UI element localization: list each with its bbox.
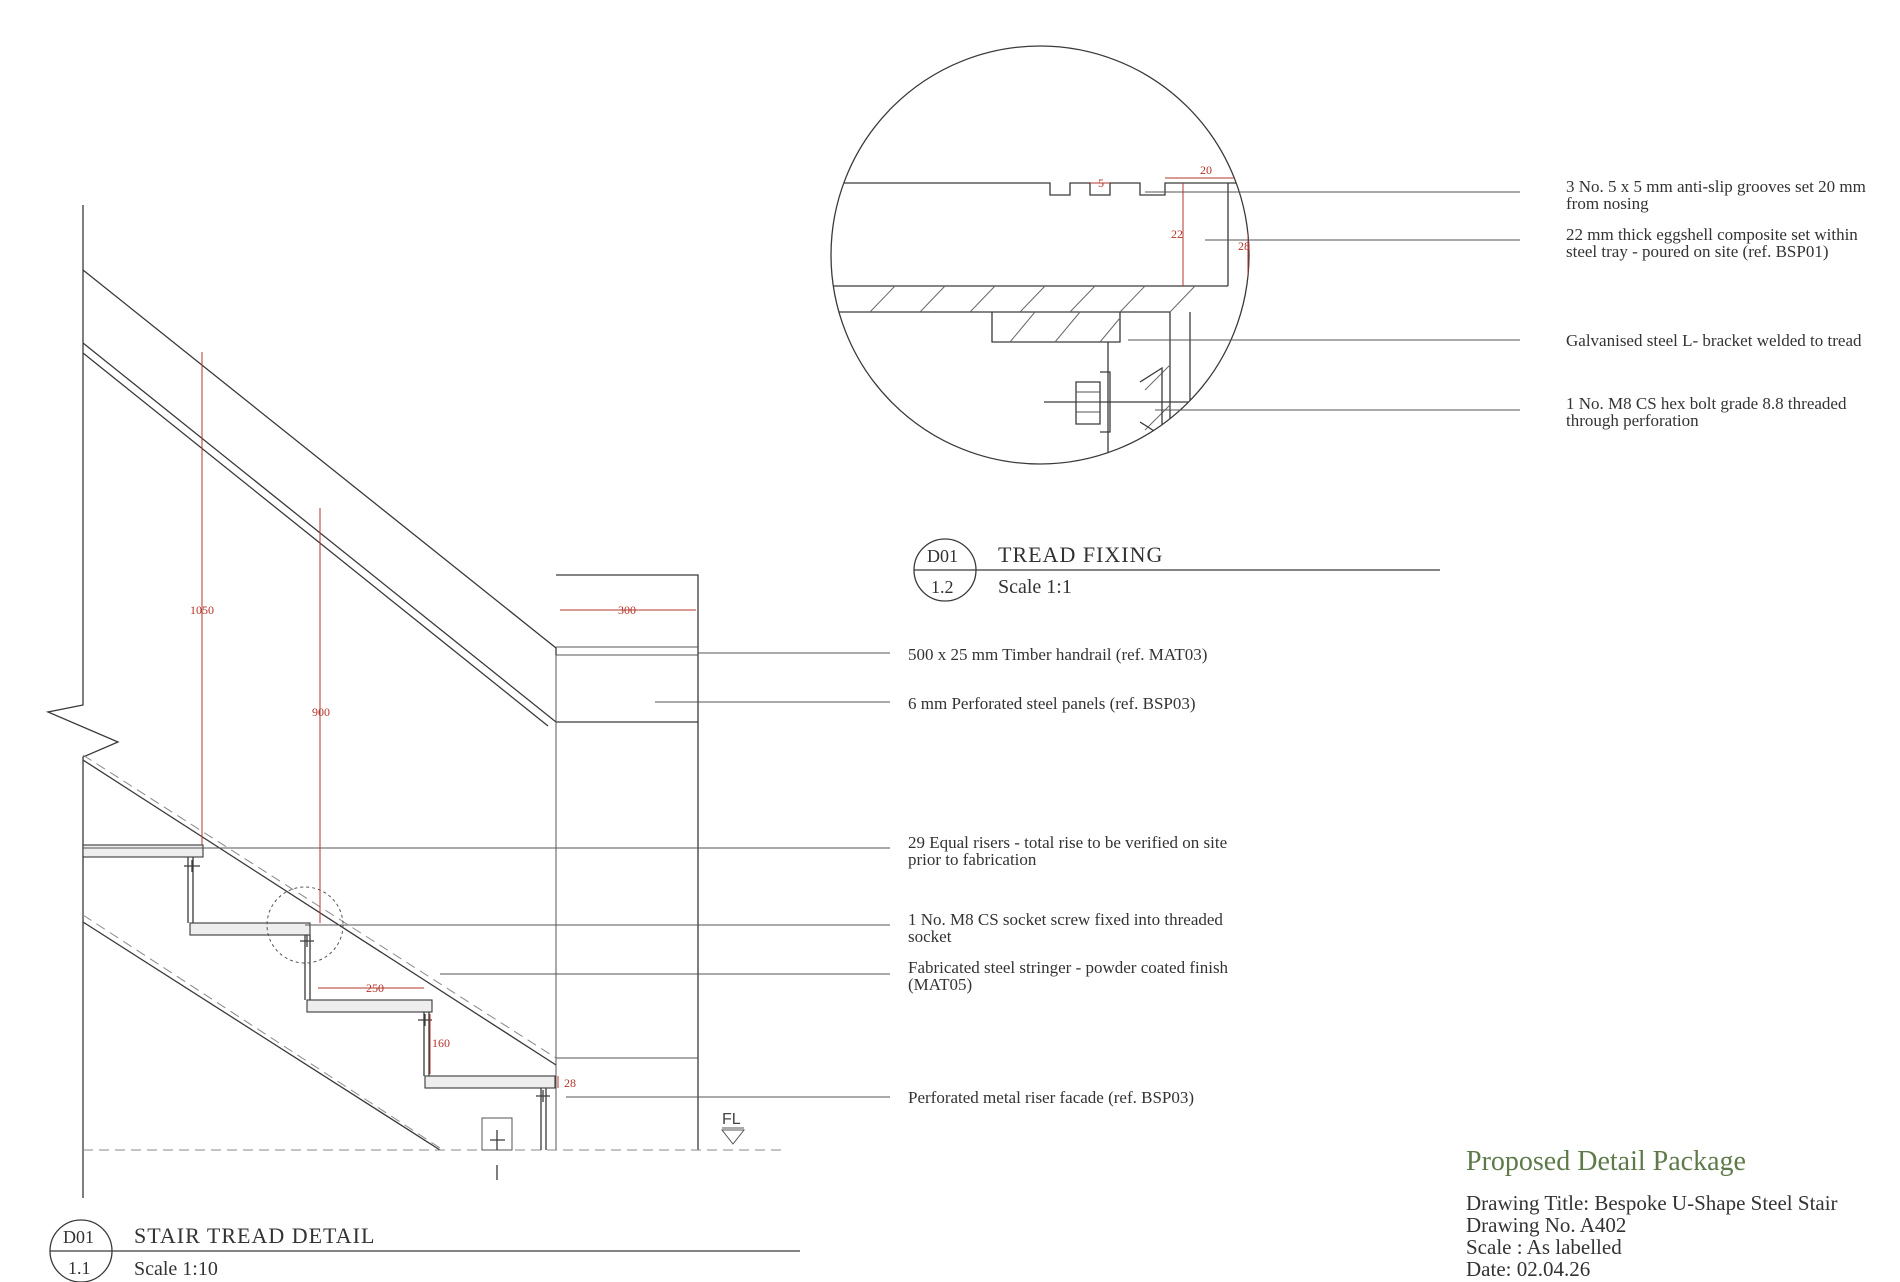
tread-fixing-detail: 5 20 22 28 D01 1.2 TREAD FIXING Scale 1:… <box>830 45 1520 602</box>
stringer-bottom <box>82 914 441 1149</box>
tread-1 <box>82 844 204 858</box>
fixing-4 <box>536 1090 550 1102</box>
note-stringer: Fabricated steel stringer - powder coate… <box>908 958 1232 994</box>
floor-level-label: FL <box>722 1111 741 1128</box>
drawing-scale: Scale : As labelled <box>1466 1235 1622 1259</box>
note-riser-facade: Perforated metal riser facade (ref. BSP0… <box>908 1088 1194 1107</box>
zoom-bracket-hatch <box>1009 311 1121 343</box>
zoom-tag-bottom-text: 1.2 <box>931 577 954 597</box>
zoom-rail-dash-1 <box>1139 46 1249 221</box>
note-handrail: 500 x 25 mm Timber handrail (ref. MAT03) <box>908 645 1207 664</box>
detail-scale: Scale 1:10 <box>134 1258 218 1280</box>
zoom-dim-22-label: 22 <box>1171 227 1183 241</box>
treads <box>82 844 556 1150</box>
zoom-bolt-head <box>1139 366 1163 438</box>
zoom-rail-dash-2 <box>1159 46 1249 191</box>
dim-900-label: 900 <box>312 705 330 719</box>
tread-4 <box>424 1075 556 1089</box>
stair-tread-detail: 1050 900 300 250 160 28 FL D01 1.1 STAIR… <box>45 205 890 1282</box>
tread-2 <box>189 922 311 936</box>
detail-title: STAIR TREAD DETAIL <box>134 1223 375 1248</box>
tag-top-text: D01 <box>63 1227 94 1247</box>
stringer-bottom-solid <box>82 921 441 1151</box>
dim-300-label: 300 <box>618 603 636 617</box>
zoom-bolt-nut <box>1075 371 1111 433</box>
zoom-plate-hatch <box>1144 364 1171 464</box>
riser-1 <box>187 857 194 923</box>
note-hex-bolt: 1 No. M8 CS hex bolt grade 8.8 threaded … <box>1566 394 1851 430</box>
tag-bottom-text: 1.1 <box>68 1258 91 1278</box>
drawing-date: Date: 02.04.26 <box>1466 1257 1590 1281</box>
tread-fixing-title-tag: D01 1.2 TREAD FIXING Scale 1:1 <box>913 538 1440 602</box>
zoom-tray <box>831 285 1228 464</box>
zoom-tag-top-text: D01 <box>927 546 958 566</box>
zoom-plate <box>1107 342 1145 456</box>
note-panels: 6 mm Perforated steel panels (ref. BSP03… <box>908 694 1196 713</box>
riser-4 <box>540 1088 547 1150</box>
dim-28-label: 28 <box>564 1076 576 1090</box>
note-composite: 22 mm thick eggshell composite set withi… <box>1566 225 1862 261</box>
riser-2 <box>304 935 311 1000</box>
zoom-dim-28-label: 28 <box>1238 239 1250 253</box>
floor-fixing <box>490 1130 505 1180</box>
wall-line <box>45 205 120 1198</box>
riser-3 <box>423 1012 430 1076</box>
note-bracket: Galvanised steel L- bracket welded to tr… <box>1566 331 1862 350</box>
zoom-bracket <box>991 312 1121 343</box>
drawing-number: Drawing No. A402 <box>1466 1213 1626 1237</box>
drawing-title: Drawing Title: Bespoke U-Shape Steel Sta… <box>1466 1191 1838 1215</box>
dim-160-label: 160 <box>432 1036 450 1050</box>
landing-rail-line <box>556 646 698 656</box>
zoom-tread-top <box>831 182 1249 196</box>
zoom-bolt-thread <box>1076 391 1100 413</box>
zoom-dim-20-label: 20 <box>1200 163 1212 177</box>
package-title: Proposed Detail Package <box>1466 1146 1746 1177</box>
zoom-tray-hatch <box>869 285 1196 313</box>
handrail-top-line <box>82 269 557 655</box>
zoom-dim-5-label: 5 <box>1098 176 1104 190</box>
dim-250-label: 250 <box>366 981 384 995</box>
floor-level-marker <box>720 1127 746 1145</box>
note-socket-screw: 1 No. M8 CS socket screw fixed into thre… <box>908 910 1227 946</box>
stair-tread-title-tag: D01 1.1 STAIR TREAD DETAIL Scale 1:10 <box>49 1219 800 1282</box>
handrail-lower-line <box>82 342 698 723</box>
tread-3 <box>306 999 433 1013</box>
title-block: Proposed Detail Package Drawing Title: B… <box>1466 1146 1838 1281</box>
dim-1050-label: 1050 <box>190 603 214 617</box>
handrail-lower-line-2 <box>82 352 549 727</box>
note-risers: 29 Equal risers - total rise to be verif… <box>908 833 1231 869</box>
zoom-detail-scale: Scale 1:1 <box>998 576 1072 598</box>
fixing-2 <box>300 935 314 947</box>
annotations: 3 No. 5 x 5 mm anti-slip grooves set 20 … <box>908 177 1870 1107</box>
zoom-circle <box>830 45 1250 465</box>
zoom-detail-title: TREAD FIXING <box>998 542 1163 567</box>
note-anti-slip: 3 No. 5 x 5 mm anti-slip grooves set 20 … <box>1566 177 1870 213</box>
landing-handrail <box>556 574 699 1150</box>
fixing-1 <box>184 860 200 872</box>
